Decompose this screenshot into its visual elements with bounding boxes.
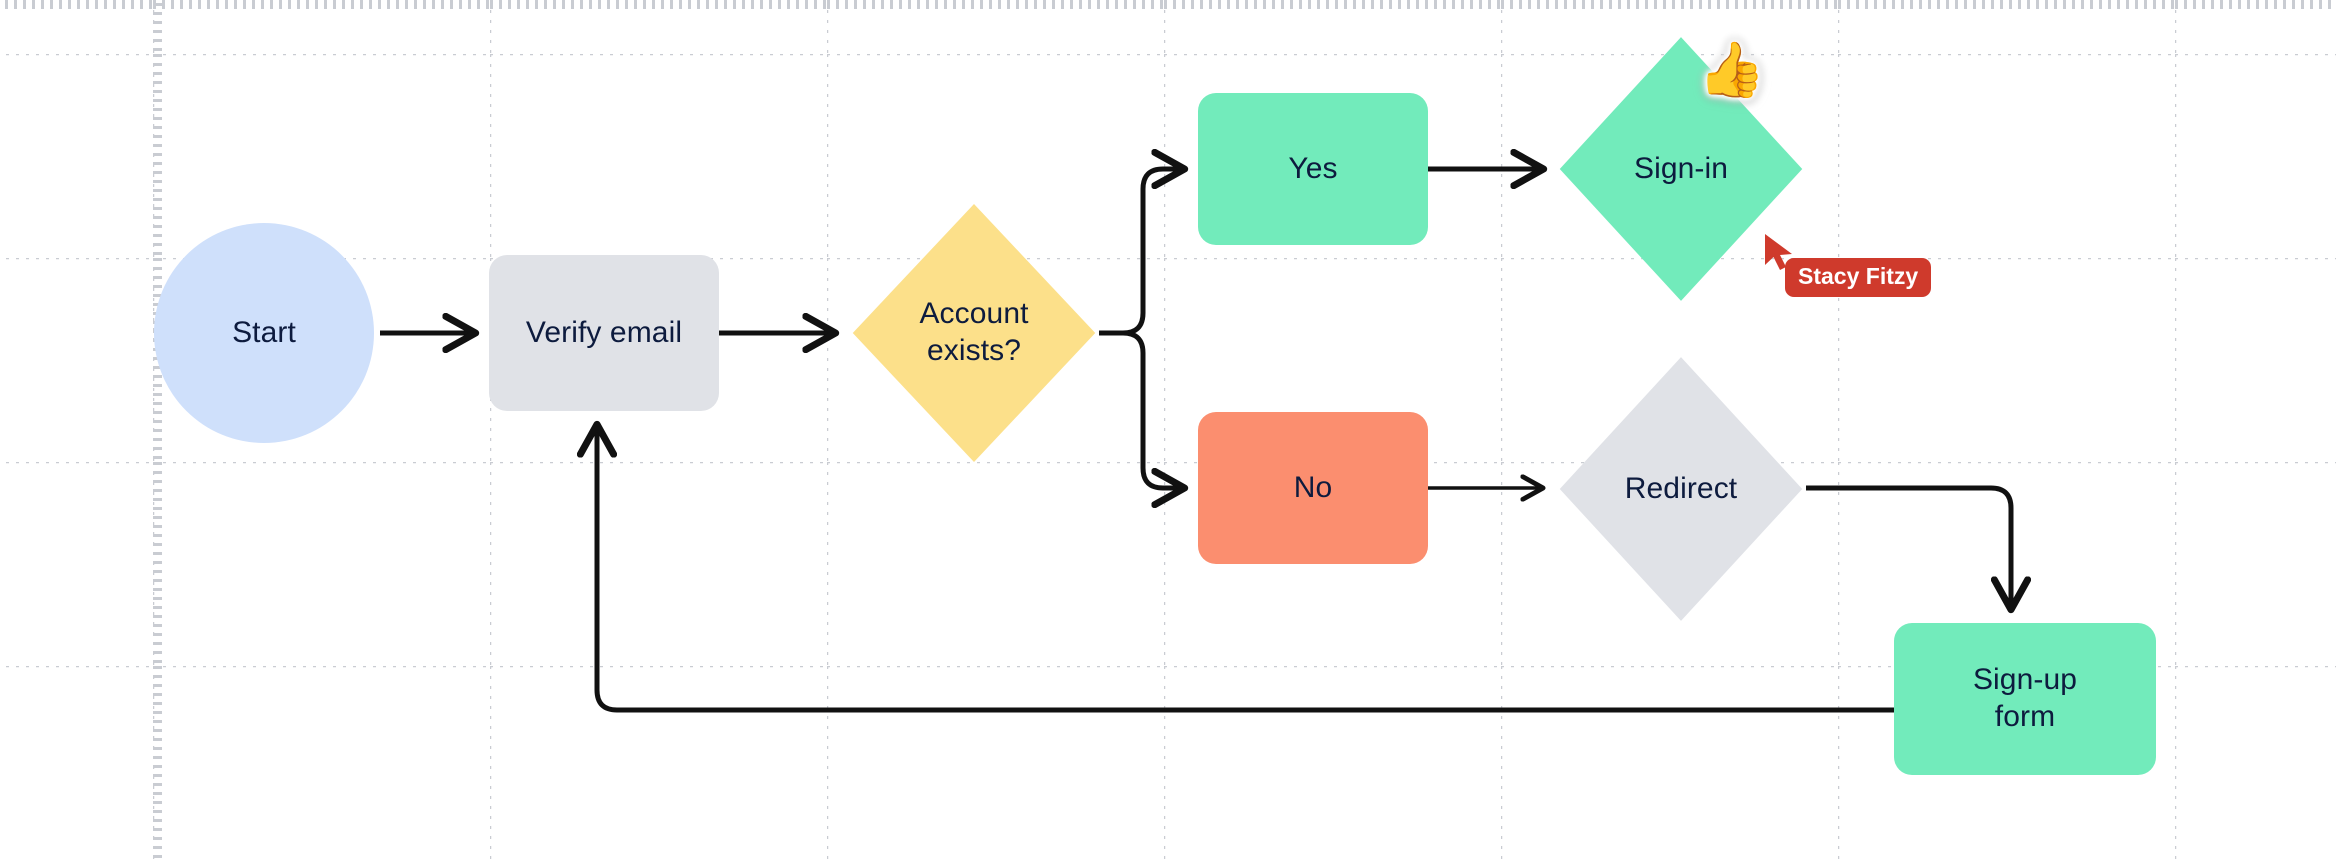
node-sign-in-label: Sign-in xyxy=(1633,151,1729,185)
node-redirect[interactable]: Redirect xyxy=(1559,357,1803,621)
node-account-exists[interactable]: Account exists? xyxy=(852,203,1096,463)
node-verify-email[interactable]: Verify email xyxy=(489,255,719,411)
edge-decision-to-yes xyxy=(1099,169,1183,336)
edge-redirect-to-signup xyxy=(1806,485,2011,608)
node-sign-up-form-label: Sign-up form xyxy=(1972,663,2078,733)
node-start[interactable]: Start xyxy=(154,223,374,443)
node-no[interactable]: No xyxy=(1198,412,1428,564)
node-no-label: No xyxy=(1293,470,1333,504)
node-yes-label: Yes xyxy=(1288,151,1338,185)
edge-decision-to-no xyxy=(1099,330,1183,488)
node-sign-up-form[interactable]: Sign-up form xyxy=(1894,623,2156,775)
cursor-name-label: Stacy Fitzy xyxy=(1785,258,1932,297)
node-yes[interactable]: Yes xyxy=(1198,93,1428,245)
node-redirect-label: Redirect xyxy=(1624,471,1738,505)
node-account-exists-label: Account exists? xyxy=(919,297,1029,367)
node-verify-email-label: Verify email xyxy=(525,315,683,349)
node-start-label: Start xyxy=(232,315,296,349)
thumbs-up-emoji[interactable]: 👍 xyxy=(1698,40,1766,100)
